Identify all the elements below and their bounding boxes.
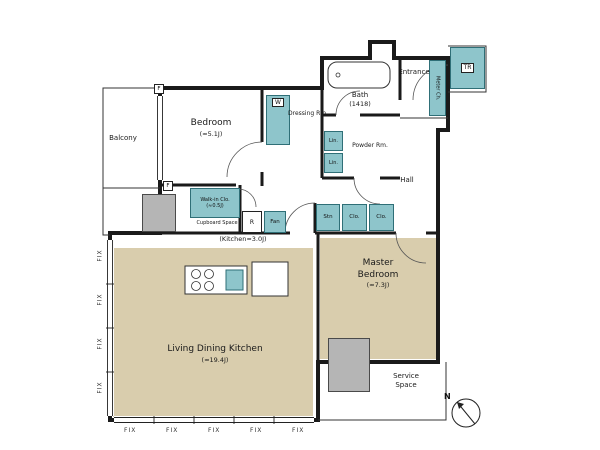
fix-window-label: FIX — [166, 427, 179, 434]
walkin-door-arc — [237, 188, 257, 208]
linen-box-2: Lin. — [324, 153, 343, 173]
refrigerator-box: R — [242, 211, 262, 233]
bath-label: Bath (1418) — [349, 91, 371, 109]
fix-window-label: FIX — [292, 427, 305, 434]
service-space-label: Service Space — [393, 372, 419, 390]
fix-window-label: FIX — [250, 427, 263, 434]
stn-closet: Stn — [316, 204, 340, 231]
fix-window-label: FIX — [96, 293, 104, 306]
closet-1: Clo. — [342, 204, 367, 231]
fix-window-label: FIX — [96, 381, 104, 394]
bedroom-door-arc — [226, 141, 263, 178]
fix-window-label: FIX — [208, 427, 221, 434]
bedroom-label: Bedroom (≈5.1J) — [190, 118, 232, 138]
meter-chamber-label: Meter Ch. — [434, 75, 441, 101]
closet-label: Clo. — [349, 214, 360, 221]
thin-outlines — [102, 45, 487, 421]
fan-box: Fan — [264, 211, 286, 233]
stove-icon — [191, 269, 214, 291]
fix-window-label: FIX — [96, 249, 104, 262]
pipe-shaft — [142, 194, 176, 232]
powder-room-label: Powder Rm. — [352, 142, 388, 149]
interior-walls — [160, 58, 438, 362]
kitchen-counter — [184, 261, 289, 297]
bath-door-arc — [335, 90, 361, 116]
linen-label: Lin. — [329, 138, 338, 144]
fire-alarm-label: F — [157, 86, 161, 92]
entrance-label: Entrance — [398, 68, 430, 76]
walkin-closet: Walk-in Clo. (≈0.5J) — [190, 188, 240, 218]
fix-window-label: FIX — [124, 427, 137, 434]
trunk-room: TR — [450, 47, 485, 89]
closet-2: Clo. — [369, 204, 394, 231]
trunk-room-label: TR — [460, 63, 475, 73]
sink-icon — [225, 269, 244, 291]
fix-window-label: FIX — [96, 337, 104, 350]
fire-alarm-2: F — [163, 181, 173, 191]
fire-alarm-label: F — [166, 183, 170, 189]
powder-door-arc — [353, 177, 381, 205]
meter-chamber: Meter Ch. — [429, 60, 446, 116]
hall-label: Hall — [400, 176, 414, 184]
kitchen-island — [251, 261, 289, 297]
fix-windows — [106, 96, 314, 424]
washer-label: W — [272, 98, 284, 108]
ldk-label: Living Dining Kitchen (≈19.4J) — [167, 344, 263, 364]
kitchen-size-note: (Kitchen≈3.0J) — [219, 235, 267, 243]
linen-box-1: Lin. — [324, 131, 343, 151]
walkin-closet-label: Walk-in Clo. — [200, 197, 230, 203]
washer-box: W — [266, 95, 290, 145]
refrigerator-label: R — [249, 218, 255, 226]
fan-label: Fan — [270, 218, 280, 225]
fire-alarm-1: F — [154, 84, 164, 94]
master-door-arc — [395, 232, 427, 264]
cupboard-space-label: Cupboard Space — [196, 220, 238, 226]
service-shaft — [328, 338, 370, 392]
ldk-door-arc — [284, 202, 316, 234]
stn-closet-label: Stn — [323, 214, 333, 221]
north-label: N — [444, 392, 451, 401]
walkin-closet-size: (≈0.5J) — [206, 203, 224, 209]
master-bedroom-label: Master Bedroom (≈7.3J) — [357, 258, 399, 290]
north-compass-icon — [451, 398, 481, 428]
dressing-room-label: Dressing Rm. — [288, 110, 329, 117]
balcony-label: Balcony — [109, 134, 137, 142]
linen-label: Lin. — [329, 160, 338, 166]
bathtub-icon — [327, 61, 391, 89]
closet-label: Clo. — [376, 214, 387, 221]
